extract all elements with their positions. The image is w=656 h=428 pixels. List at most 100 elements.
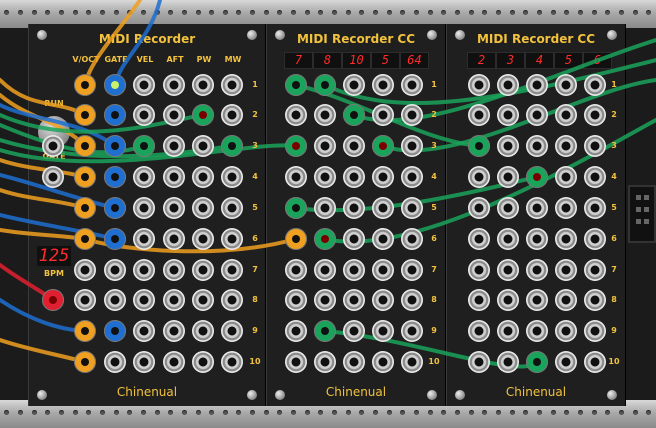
cc-input-jack[interactable] [526, 289, 548, 311]
input-jack[interactable] [133, 74, 155, 96]
patch-plug[interactable] [315, 75, 335, 95]
cc-input-jack[interactable] [285, 320, 307, 342]
patch-plug[interactable] [75, 105, 95, 125]
patch-plug[interactable] [286, 229, 306, 249]
cc-input-jack[interactable] [555, 166, 577, 188]
input-jack[interactable] [133, 104, 155, 126]
cc-input-jack[interactable] [555, 104, 577, 126]
input-jack[interactable] [221, 197, 243, 219]
cc-input-jack[interactable] [468, 104, 490, 126]
input-jack[interactable] [192, 259, 214, 281]
cc-number-display[interactable]: 7 [284, 52, 313, 69]
cc-input-jack[interactable] [372, 197, 394, 219]
patch-plug[interactable] [105, 75, 125, 95]
patch-plug[interactable] [105, 105, 125, 125]
cc-input-jack[interactable] [584, 351, 606, 373]
input-jack[interactable] [133, 289, 155, 311]
input-jack[interactable] [133, 166, 155, 188]
cc-input-jack[interactable] [526, 135, 548, 157]
cc-input-jack[interactable] [314, 289, 336, 311]
cc-input-jack[interactable] [401, 351, 423, 373]
cc-input-jack[interactable] [401, 74, 423, 96]
patch-plug[interactable] [105, 198, 125, 218]
cc-input-jack[interactable] [584, 166, 606, 188]
cc-input-jack[interactable] [401, 320, 423, 342]
cc-input-jack[interactable] [285, 166, 307, 188]
patch-plug[interactable] [75, 136, 95, 156]
input-jack[interactable] [192, 351, 214, 373]
patch-plug[interactable] [75, 229, 95, 249]
input-jack[interactable] [133, 351, 155, 373]
cc-input-jack[interactable] [497, 320, 519, 342]
cc-input-jack[interactable] [555, 135, 577, 157]
patch-plug[interactable] [286, 75, 306, 95]
patch-plug[interactable] [134, 136, 154, 156]
patch-plug[interactable] [527, 167, 547, 187]
patch-plug[interactable] [315, 229, 335, 249]
input-jack[interactable] [192, 320, 214, 342]
cc-input-jack[interactable] [497, 228, 519, 250]
cc-input-jack[interactable] [343, 197, 365, 219]
cc-number-display[interactable]: 10 [342, 52, 371, 69]
patch-plug[interactable] [527, 352, 547, 372]
patch-plug[interactable] [75, 352, 95, 372]
cc-input-jack[interactable] [584, 228, 606, 250]
cc-input-jack[interactable] [468, 228, 490, 250]
input-jack[interactable] [104, 289, 126, 311]
run-input-jack[interactable] [42, 135, 64, 157]
cc-number-display[interactable]: 3 [496, 52, 525, 69]
cc-input-jack[interactable] [555, 289, 577, 311]
cc-input-jack[interactable] [343, 289, 365, 311]
patch-plug[interactable] [105, 229, 125, 249]
cc-input-jack[interactable] [343, 135, 365, 157]
cc-input-jack[interactable] [372, 74, 394, 96]
input-jack[interactable] [163, 135, 185, 157]
input-jack[interactable] [192, 74, 214, 96]
input-jack[interactable] [192, 166, 214, 188]
cc-input-jack[interactable] [372, 259, 394, 281]
input-jack[interactable] [163, 197, 185, 219]
input-jack[interactable] [221, 259, 243, 281]
input-jack[interactable] [192, 135, 214, 157]
input-jack[interactable] [221, 166, 243, 188]
input-jack[interactable] [221, 228, 243, 250]
cc-input-jack[interactable] [584, 74, 606, 96]
cc-input-jack[interactable] [343, 259, 365, 281]
cc-input-jack[interactable] [468, 197, 490, 219]
cc-input-jack[interactable] [584, 135, 606, 157]
cc-input-jack[interactable] [401, 104, 423, 126]
input-jack[interactable] [133, 320, 155, 342]
input-jack[interactable] [192, 197, 214, 219]
cc-input-jack[interactable] [372, 166, 394, 188]
patch-plug[interactable] [469, 136, 489, 156]
cc-input-jack[interactable] [497, 166, 519, 188]
input-jack[interactable] [163, 166, 185, 188]
input-jack[interactable] [163, 104, 185, 126]
cc-input-jack[interactable] [468, 259, 490, 281]
cc-input-jack[interactable] [343, 74, 365, 96]
input-jack[interactable] [163, 228, 185, 250]
patch-plug[interactable] [105, 321, 125, 341]
cc-input-jack[interactable] [526, 197, 548, 219]
cc-input-jack[interactable] [372, 289, 394, 311]
input-jack[interactable] [104, 351, 126, 373]
cc-input-jack[interactable] [497, 351, 519, 373]
patch-plug[interactable] [75, 321, 95, 341]
cc-input-jack[interactable] [584, 320, 606, 342]
cc-input-jack[interactable] [584, 289, 606, 311]
cc-input-jack[interactable] [343, 320, 365, 342]
input-jack[interactable] [163, 259, 185, 281]
cc-input-jack[interactable] [401, 166, 423, 188]
patch-plug[interactable] [75, 167, 95, 187]
cc-number-display[interactable]: 5 [554, 52, 583, 69]
patch-plug[interactable] [75, 75, 95, 95]
patch-plug[interactable] [43, 290, 63, 310]
cc-input-jack[interactable] [555, 320, 577, 342]
input-jack[interactable] [163, 351, 185, 373]
input-jack[interactable] [221, 320, 243, 342]
cc-number-display[interactable]: 6 [583, 52, 612, 69]
cc-input-jack[interactable] [285, 104, 307, 126]
cc-input-jack[interactable] [468, 74, 490, 96]
cc-input-jack[interactable] [526, 259, 548, 281]
cc-input-jack[interactable] [497, 197, 519, 219]
